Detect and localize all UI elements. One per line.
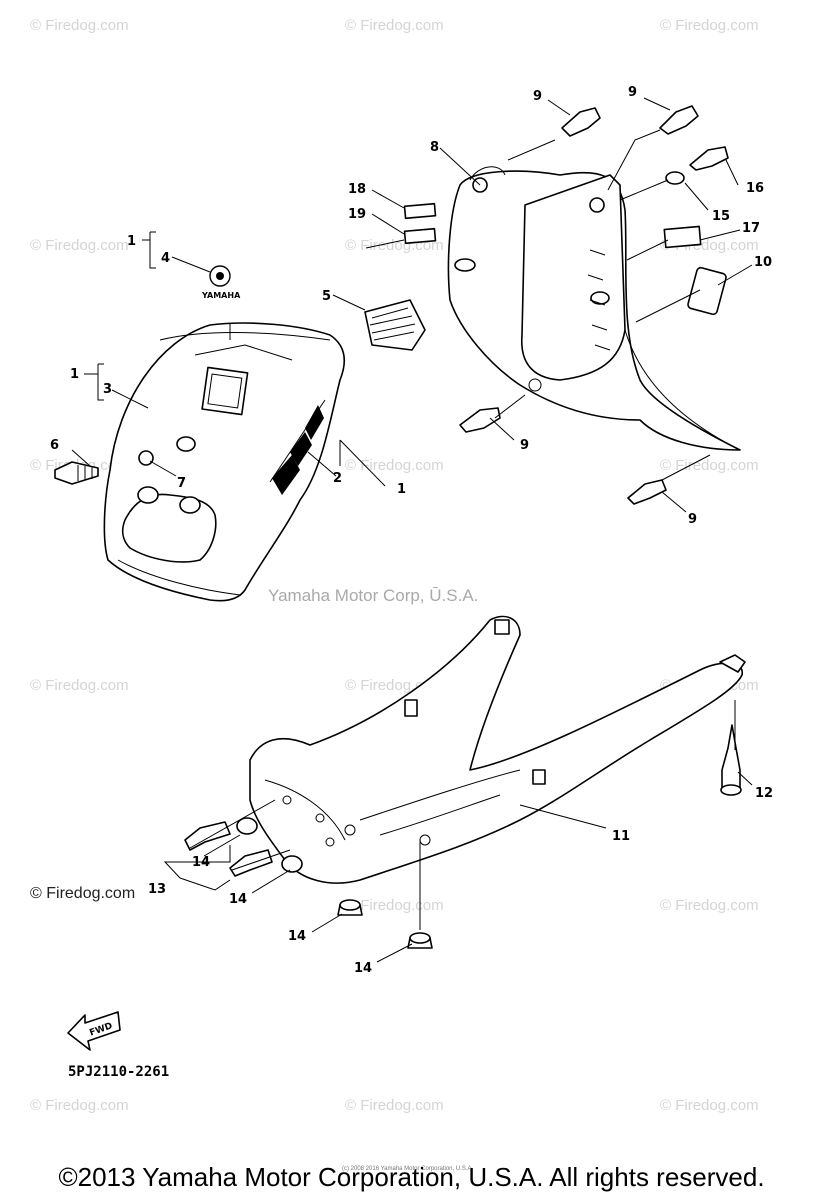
callout-2: 2 — [333, 471, 342, 486]
watermark-text: © Firedog.com — [30, 237, 129, 254]
callout-9: 9 — [628, 85, 637, 100]
logo-text: YAMAHA — [201, 291, 241, 300]
callout-5: 5 — [322, 289, 331, 304]
watermark-text: © Firedog.com — [345, 17, 444, 34]
callout-14: 14 — [229, 892, 247, 907]
callout-1: 1 — [397, 482, 406, 497]
front-cover — [103, 322, 346, 602]
callouts: 1 4 5 1 3 6 7 2 1 8 9 9 18 19 16 15 17 1… — [50, 85, 773, 976]
callout-9: 9 — [533, 89, 542, 104]
callout-13: 13 — [148, 882, 166, 897]
fasteners-14 — [184, 817, 433, 949]
watermark-text: © Firedog.com — [660, 457, 759, 474]
callout-8: 8 — [430, 140, 439, 155]
small-copyright: (c) 2008 2016 Yamaha Motor Corporation, … — [342, 1166, 474, 1172]
callout-15: 15 — [712, 209, 730, 224]
callout-12: 12 — [755, 786, 773, 801]
callout-3: 3 — [103, 382, 112, 397]
callout-4: 4 — [161, 251, 170, 266]
callout-1: 1 — [127, 234, 136, 249]
callout-10: 10 — [754, 255, 772, 270]
credit-text: Yamaha Motor Corp, Ū.S.A. — [268, 586, 478, 605]
watermark-text: © Firedog.com — [30, 1097, 129, 1114]
callout-9: 9 — [520, 438, 529, 453]
callout-14: 14 — [288, 929, 306, 944]
callout-6: 6 — [50, 438, 59, 453]
callout-7: 7 — [177, 476, 186, 491]
watermark-text-dark: © Firedog.com — [30, 885, 135, 902]
watermark-text: © Firedog.com — [660, 897, 759, 914]
copyright-notice: ©2013 Yamaha Motor Corporation, U.S.A. A… — [58, 1162, 765, 1192]
callout-18: 18 — [348, 182, 366, 197]
callout-14: 14 — [354, 961, 372, 976]
grille-5 — [364, 299, 426, 351]
leader-lines — [71, 97, 753, 963]
fwd-arrow-icon: FWD — [67, 1011, 121, 1051]
watermark-text: © Firedog.com — [345, 1097, 444, 1114]
watermark-text: © Firedog.com — [660, 17, 759, 34]
watermark-text: © Firedog.com — [660, 1097, 759, 1114]
screw-6 — [54, 450, 154, 485]
screws-9 — [459, 105, 699, 505]
under-cover — [249, 615, 746, 884]
yamaha-emblem: YAMAHA — [201, 265, 241, 300]
callout-11: 11 — [612, 829, 630, 844]
callout-14: 14 — [192, 855, 210, 870]
watermark-text: © Firedog.com — [345, 897, 444, 914]
callout-9: 9 — [688, 512, 697, 527]
callout-19: 19 — [348, 207, 366, 222]
callout-17: 17 — [742, 221, 760, 236]
callout-1: 1 — [70, 367, 79, 382]
watermark-text: © Firedog.com — [30, 677, 129, 694]
part-code: 5PJ2110-2261 — [68, 1064, 169, 1080]
watermark-text: © Firedog.com — [30, 17, 129, 34]
callout-16: 16 — [746, 181, 764, 196]
